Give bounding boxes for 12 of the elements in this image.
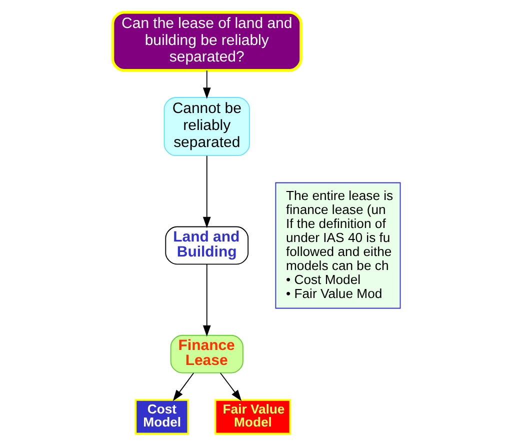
node-box: Cannot be reliably separated (164, 97, 250, 156)
node-box: Cost Model (134, 399, 190, 435)
arrow (220, 372, 242, 402)
arrow (172, 372, 194, 402)
node-box: Can the lease of land and building be reliably separated? (111, 10, 302, 72)
node-box: Finance Lease (170, 334, 244, 374)
arrow (202, 264, 211, 337)
node-box: Land and Building (165, 226, 249, 265)
arrow (202, 155, 211, 228)
arrow (202, 70, 211, 99)
node-box: The entire lease is finance lease (un If the definition of under IAS 40 is fu followed and eithe models can be ch • Cost Model • Fair Value Mod (275, 182, 401, 309)
node-box: Fair Value Model (214, 399, 292, 435)
